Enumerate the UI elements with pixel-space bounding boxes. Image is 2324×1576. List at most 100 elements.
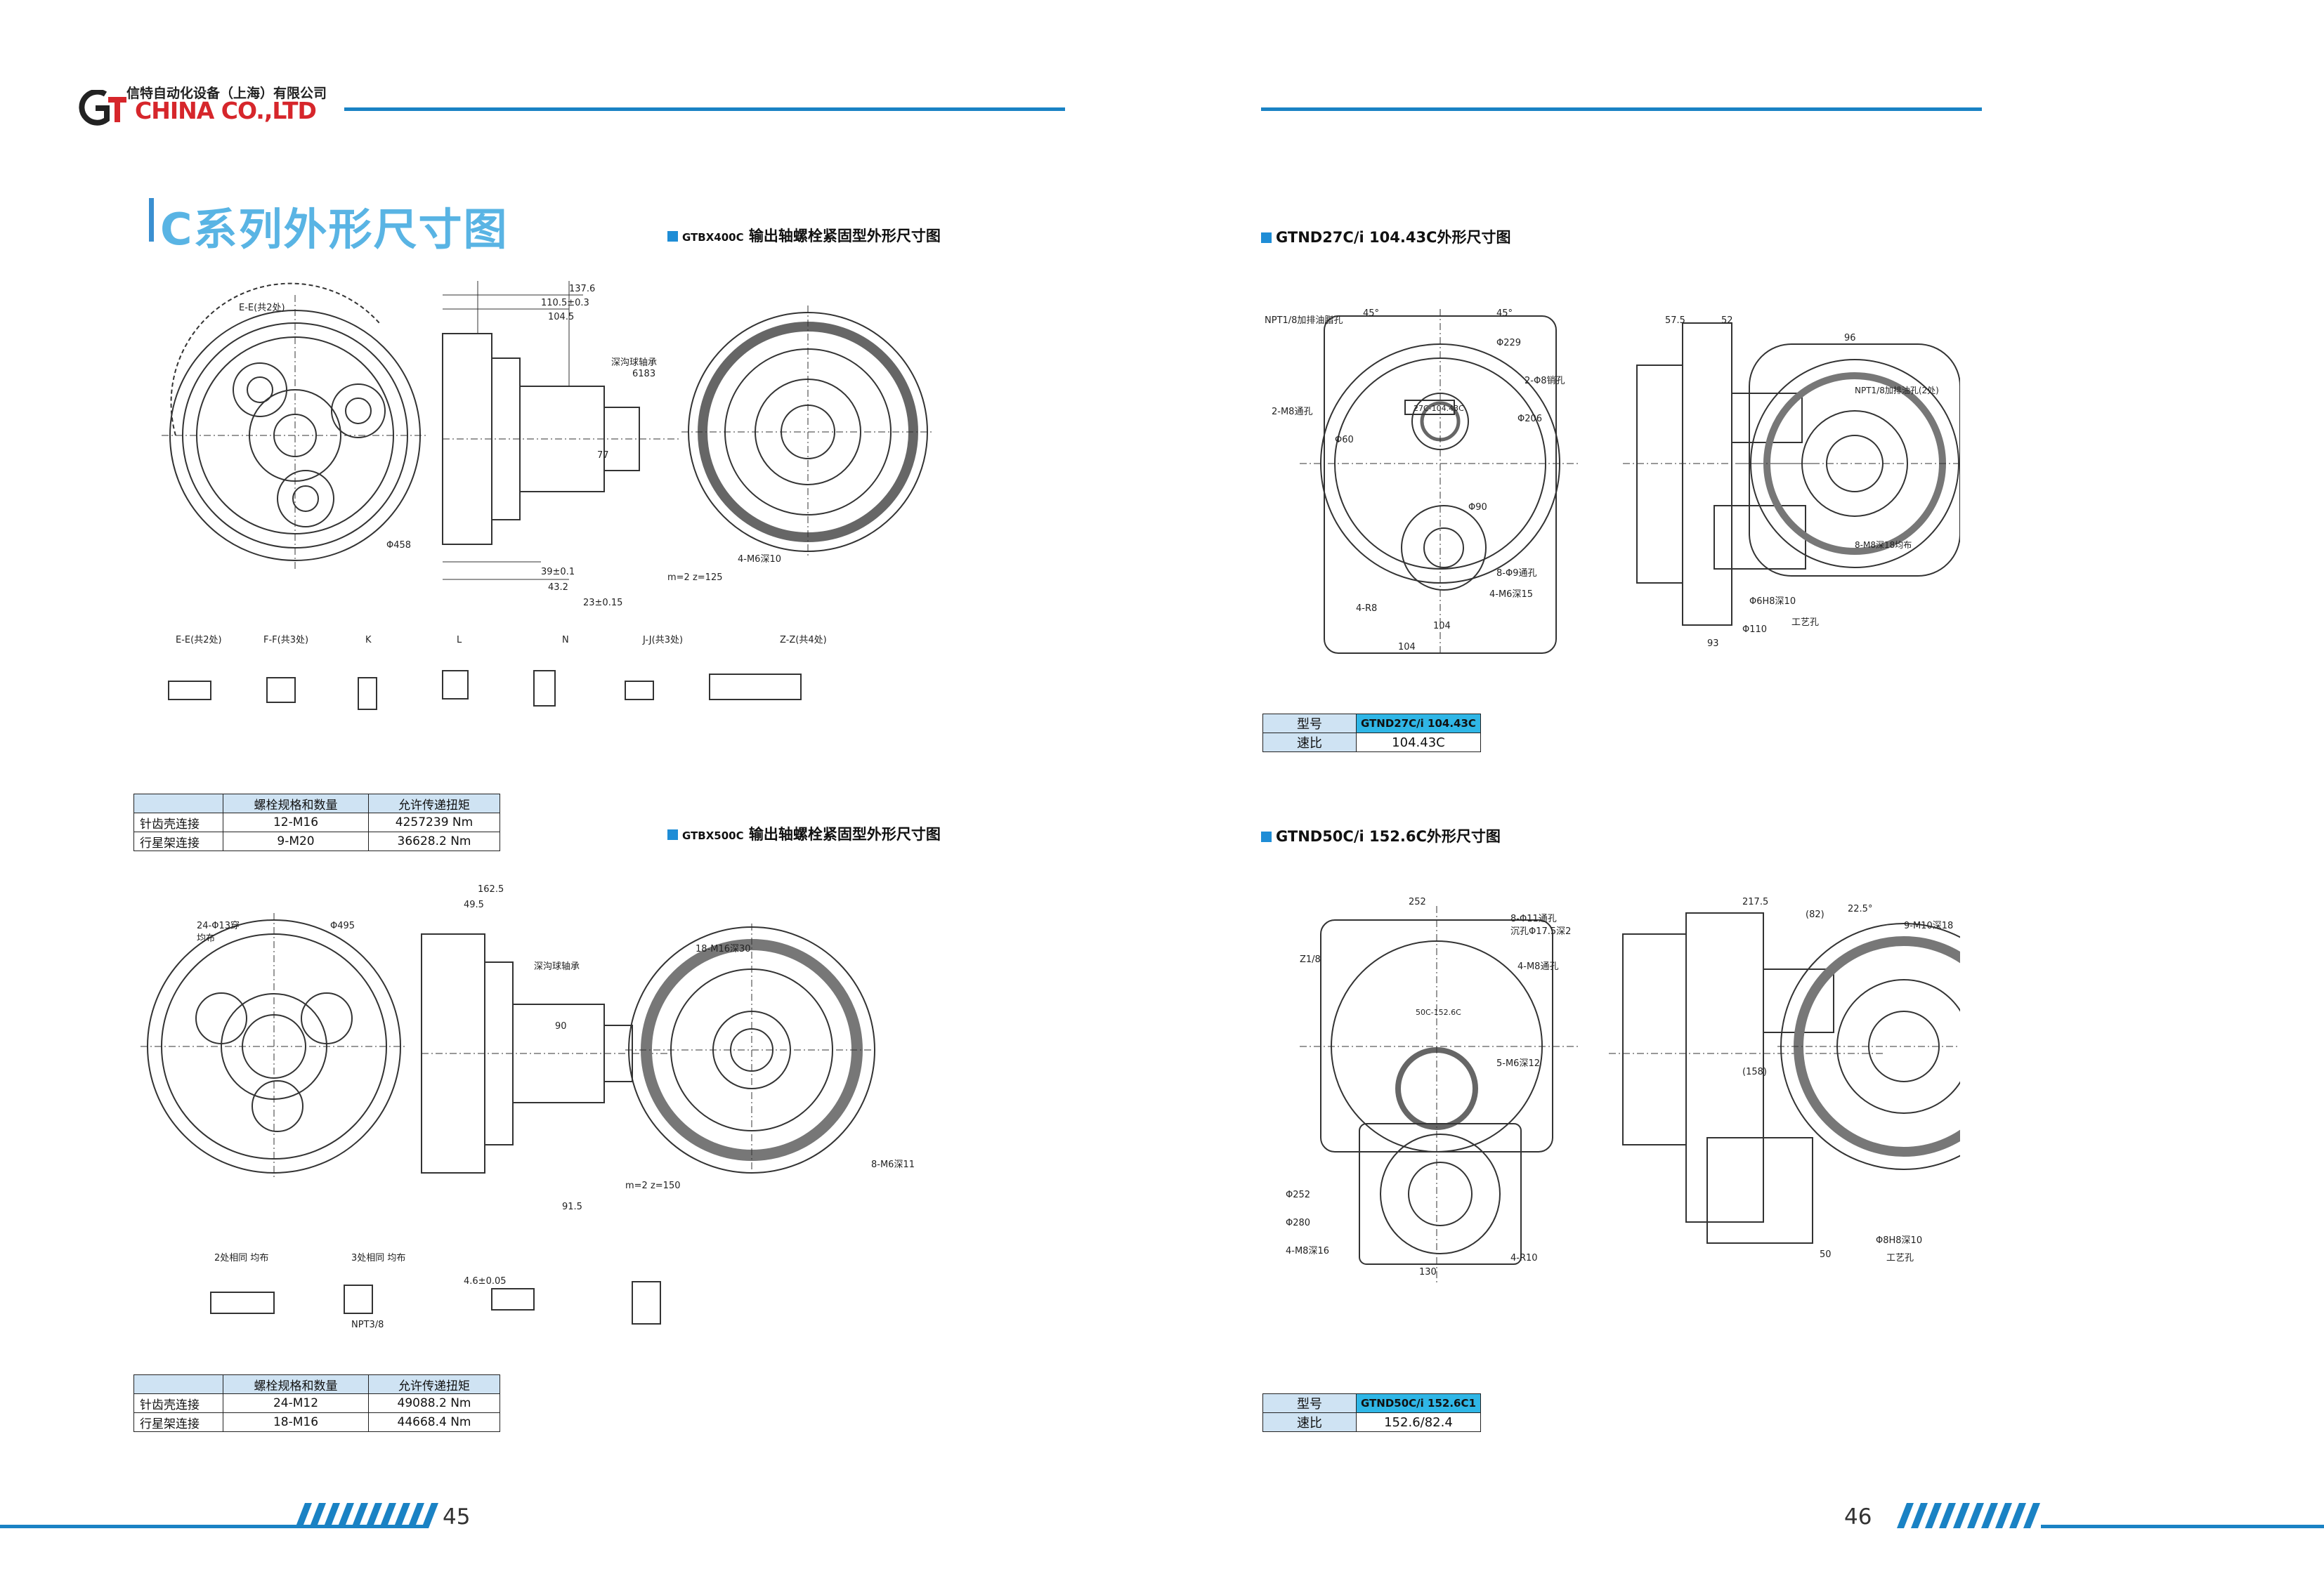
drawing-gtbx400c: E-E(共2处) 137.6 110.5±0.3 104.5 深沟球轴承 618… — [162, 281, 934, 710]
dim-label: 工艺孔 — [1791, 617, 1819, 628]
dim-label: m=2 z=150 — [625, 1181, 681, 1191]
dim-label: NPT1/8加排油孔(2处) — [1855, 386, 1939, 395]
table-cell: GTND27C/i 104.43C — [1356, 714, 1481, 733]
dim-label: 110.5±0.3 — [541, 298, 589, 308]
table-cell: 24-M12 — [223, 1393, 369, 1413]
section-label: 2处相同 均布 — [214, 1253, 268, 1263]
dim-label: 91.5 — [562, 1202, 582, 1212]
footer-rule-left — [0, 1525, 425, 1528]
section-label: F-F(共3处) — [263, 635, 308, 645]
dim-label: 52 — [1721, 315, 1733, 326]
table-cell: 速比 — [1262, 1412, 1357, 1432]
dim-label: 2-Φ8销孔 — [1525, 376, 1565, 386]
table-header-cell — [133, 1374, 223, 1394]
dim-label: Φ60 — [1335, 435, 1354, 445]
dim-label: 深沟球轴承 — [534, 961, 580, 972]
dim-label: 4-M6深10 — [738, 554, 781, 565]
company-name-en: CHINA CO.,LTD — [135, 97, 317, 124]
section-label: L — [457, 635, 462, 645]
dim-label: 130 — [1419, 1267, 1437, 1278]
table-header-cell: 螺栓规格和数量 — [223, 1374, 369, 1394]
spec-table-gtbx400c: 螺栓规格和数量 允许传递扭矩 针齿壳连接 12-M16 4257239 Nm 行… — [133, 794, 500, 851]
dim-label: Φ6H8深10 — [1749, 596, 1796, 607]
table-cell: 12-M16 — [223, 813, 369, 832]
dim-label: 8-M8深18均布 — [1855, 540, 1912, 550]
drawing-gtnd50c: 252 8-Φ11通孔 沉孔Φ17.5深2 Z1/8 4-M8通孔 50C-15… — [1286, 897, 1960, 1285]
table-row: 型号 GTND27C/i 104.43C — [1262, 714, 1481, 733]
dim-label: 104.5 — [548, 312, 574, 322]
header-rule-right — [1261, 107, 1982, 111]
header-rule-left — [344, 107, 1065, 111]
section-label: Z-Z(共4处) — [780, 635, 827, 645]
section-label: 4.6±0.05 — [464, 1276, 507, 1287]
dim-label: 4-M8通孔 — [1517, 961, 1558, 972]
dim-label: Z1/8 — [1300, 954, 1321, 965]
table-cell: 9-M20 — [223, 832, 369, 851]
table-cell: 36628.2 Nm — [368, 832, 500, 851]
dim-label: Φ229 — [1496, 338, 1521, 348]
table-row: 行星架连接 18-M16 44668.4 Nm — [133, 1412, 500, 1432]
table-row: 行星架连接 9-M20 36628.2 Nm — [133, 832, 500, 851]
page-number-right: 46 — [1844, 1504, 1872, 1530]
dim-label: 50C-152.6C — [1416, 1008, 1461, 1017]
dim-label: 23±0.15 — [583, 598, 622, 608]
company-name-en-text: CHINA CO.,LTD — [135, 97, 317, 124]
dim-label: 104 — [1398, 642, 1416, 652]
footer-stripes-right — [1897, 1503, 2040, 1528]
dim-label: (158) — [1742, 1067, 1767, 1077]
dim-label: 104 — [1433, 621, 1451, 631]
table-header-row: 螺栓规格和数量 允许传递扭矩 — [133, 1374, 500, 1394]
table-header-cell: 允许传递扭矩 — [368, 794, 500, 813]
figure-title-text: GTND27C/i 104.43C外形尺寸图 — [1276, 229, 1511, 246]
bullet-square-icon — [667, 829, 678, 840]
table-header-cell: 允许传递扭矩 — [368, 1374, 500, 1394]
dim-label: Φ252 — [1286, 1190, 1310, 1200]
table-row: 速比 104.43C — [1262, 733, 1481, 752]
dim-label: 39±0.1 — [541, 567, 575, 577]
figure-model-prefix: GTBX500C — [682, 829, 744, 842]
section-label: J-J(共3处) — [642, 635, 683, 645]
section-label: E-E(共2处) — [176, 635, 222, 645]
dim-label: 6183 — [632, 369, 655, 379]
table-cell: 针齿壳连接 — [133, 1393, 223, 1413]
dim-label: 90 — [555, 1021, 567, 1032]
figure-title-text: 输出轴螺栓紧固型外形尺寸图 — [748, 228, 941, 244]
dim-label: 4-R8 — [1356, 603, 1377, 614]
model-table-gtnd50c: 型号 GTND50C/i 152.6C1 速比 152.6/82.4 — [1262, 1393, 1481, 1432]
dim-label: 43.2 — [548, 582, 568, 593]
table-header-cell: 螺栓规格和数量 — [223, 794, 369, 813]
table-row: 型号 GTND50C/i 152.6C1 — [1262, 1393, 1481, 1413]
company-logo-mark — [79, 88, 128, 126]
dim-label: 137.6 — [569, 284, 595, 294]
dim-label: 96 — [1844, 333, 1856, 343]
section-label: 3处相同 均布 — [351, 1253, 405, 1263]
dim-label: 均布 — [197, 933, 215, 944]
dim-label: NPT1/8加排油脂孔 — [1265, 315, 1343, 326]
dim-label: 77 — [597, 450, 609, 461]
dim-label: 162.5 — [478, 884, 504, 895]
section-label: NPT3/8 — [351, 1320, 384, 1330]
table-cell: 针齿壳连接 — [133, 813, 223, 832]
bullet-square-icon — [1261, 232, 1272, 243]
dim-label: E-E(共2处) — [239, 303, 285, 313]
dim-label: 24-Φ13穿 — [197, 920, 240, 931]
dim-label: Φ495 — [330, 921, 355, 931]
model-table-gtnd27c: 型号 GTND27C/i 104.43C 速比 104.43C — [1262, 714, 1481, 752]
dim-label: 2-M8通孔 — [1272, 407, 1312, 417]
bullet-square-icon — [667, 231, 678, 242]
dim-label: 深沟球轴承 — [611, 357, 657, 368]
page-number-left: 45 — [443, 1504, 471, 1530]
table-row: 针齿壳连接 24-M12 49088.2 Nm — [133, 1393, 500, 1413]
dim-label: 27C-104.43C — [1414, 404, 1464, 413]
table-cell: 速比 — [1262, 733, 1357, 752]
dim-label: 22.5° — [1848, 904, 1872, 914]
dim-label: 沉孔Φ17.5深2 — [1510, 926, 1571, 937]
footer-rule-right — [2041, 1525, 2324, 1528]
table-cell: 152.6/82.4 — [1356, 1412, 1481, 1432]
dim-label: 49.5 — [464, 900, 484, 910]
figure-title-gtnd27c: GTND27C/i 104.43C外形尺寸图 — [1261, 226, 1510, 247]
dim-label: 93 — [1707, 638, 1719, 649]
dim-label: Φ280 — [1286, 1218, 1310, 1228]
drawing-gtbx500c: 162.5 49.5 深沟球轴承 24-Φ13穿 均布 Φ495 18-M16深… — [141, 884, 915, 1330]
dim-label: 8-Φ9通孔 — [1496, 568, 1536, 579]
